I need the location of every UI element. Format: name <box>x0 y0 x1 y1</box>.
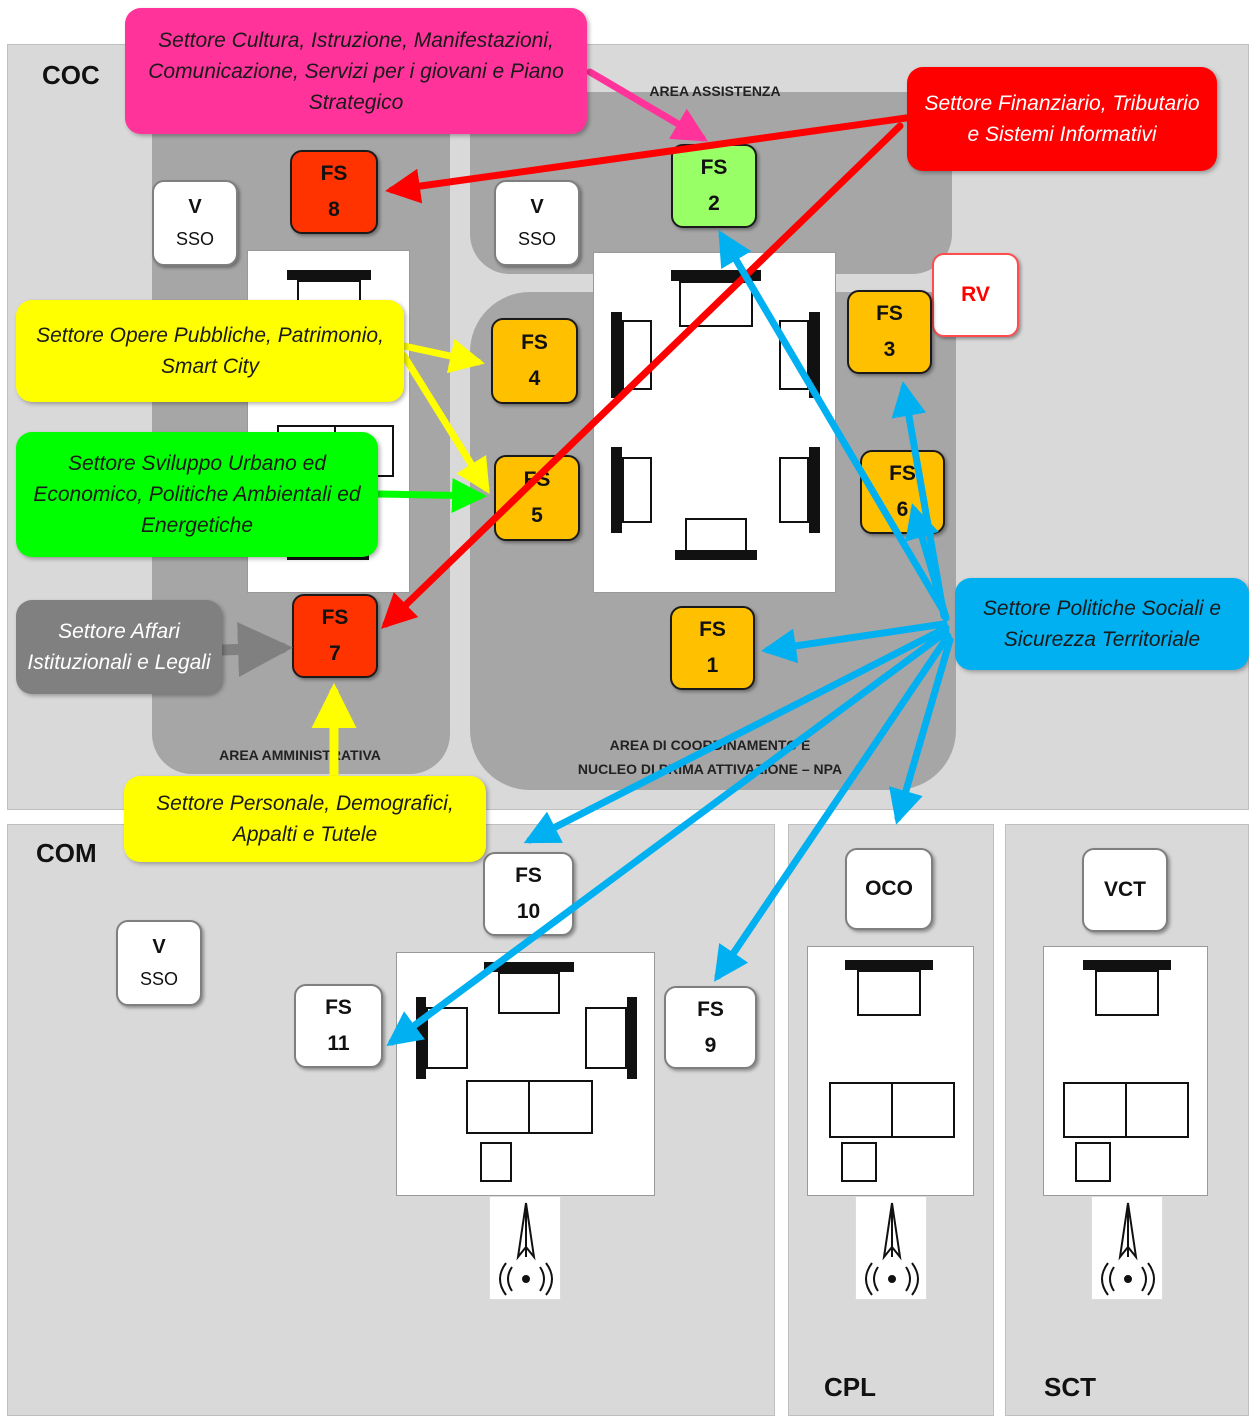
fs4-number: 4 <box>528 367 541 390</box>
fs-label: FS <box>521 331 548 354</box>
v-label: V <box>530 196 544 218</box>
callout-sociali-text: Settore Politiche Sociali e Sicurezza Te… <box>982 597 1222 651</box>
callout-affari: Settore Affari Istituzionali e Legali <box>16 600 222 694</box>
fs-label: FS <box>697 997 724 1021</box>
cpl-workstation-icons <box>829 960 955 1182</box>
rv-label: RV <box>961 283 990 306</box>
fs10-number: 10 <box>516 900 541 923</box>
callout-personale: Settore Personale, Demografici, Appalti … <box>124 776 486 862</box>
cpl-workstation <box>807 946 974 1196</box>
com-label: COM <box>36 838 97 868</box>
rv-box: RV <box>932 253 1019 337</box>
callout-finanziario: Settore Finanziario, Tributario e Sistem… <box>907 67 1217 171</box>
fs11-box: FS 11 <box>294 984 383 1068</box>
laptop-icons <box>611 270 820 560</box>
fs6-box: FS 6 <box>860 450 945 534</box>
fs-label: FS <box>523 468 551 491</box>
fs10-box: FS 10 <box>483 852 574 936</box>
fs5-number: 5 <box>531 504 543 527</box>
fs-label: FS <box>889 462 916 485</box>
antenna-icon <box>1091 1196 1163 1300</box>
fs5-box: FS 5 <box>494 455 580 541</box>
area-coordinamento-label-1: AREA DI COORDINAMENTO E <box>609 737 811 753</box>
callout-cultura: Settore Cultura, Istruzione, Manifestazi… <box>125 8 587 134</box>
fs-label: FS <box>320 162 348 185</box>
callout-personale-text: Settore Personale, Demografici, Appalti … <box>156 792 454 846</box>
cpl-label: CPL <box>824 1372 876 1402</box>
fs1-number: 1 <box>706 654 719 677</box>
v-label: V <box>152 936 166 958</box>
callout-opere: Settore Opere Pubbliche, Patrimonio, Sma… <box>16 300 404 402</box>
fs9-number: 9 <box>704 1033 717 1057</box>
com-workstation <box>396 952 655 1196</box>
oco-box: OCO <box>845 848 933 930</box>
vsso-box-admin: V SSO <box>152 180 238 266</box>
callout-opere-text: Settore Opere Pubbliche, Patrimonio, Sma… <box>36 324 384 378</box>
sso-label: SSO <box>517 229 556 249</box>
callout-sviluppo: Settore Sviluppo Urbano ed Economico, Po… <box>16 432 378 557</box>
oco-label: OCO <box>865 877 913 900</box>
vsso-box-assistenza: V SSO <box>494 180 580 266</box>
antenna-icon <box>855 1196 927 1300</box>
fs3-number: 3 <box>883 338 896 361</box>
fs7-box: FS 7 <box>292 594 378 678</box>
callout-affari-text: Settore Affari Istituzionali e Legali <box>27 620 211 674</box>
vsso-box-com: V SSO <box>116 920 202 1006</box>
area-coordinamento-label-2: NUCLEO DI PRIMA ATTIVAZIONE – NPA <box>577 761 843 777</box>
sct-workstation <box>1043 946 1208 1196</box>
fs4-box: FS 4 <box>491 318 578 404</box>
fs3-box: FS 3 <box>847 290 932 374</box>
callout-cultura-text: Settore Cultura, Istruzione, Manifestazi… <box>148 28 564 114</box>
v-label: V <box>188 196 202 218</box>
fs6-number: 6 <box>896 498 909 521</box>
fs9-box: FS 9 <box>664 986 757 1069</box>
callout-finanziario-text: Settore Finanziario, Tributario e Sistem… <box>924 92 1200 146</box>
fs8-box: FS 8 <box>290 150 378 234</box>
com-panel <box>7 824 775 1416</box>
fs-label: FS <box>325 996 352 1019</box>
callout-sviluppo-text: Settore Sviluppo Urbano ed Economico, Po… <box>33 452 361 537</box>
fs2-number: 2 <box>708 192 720 215</box>
coordination-workstation <box>593 252 836 593</box>
fs1-box: FS 1 <box>670 606 755 690</box>
fs8-number: 8 <box>328 198 340 221</box>
sct-workstation-icons <box>1063 960 1189 1182</box>
sso-label: SSO <box>175 229 214 249</box>
antenna-icon <box>489 1196 561 1300</box>
fs-label: FS <box>515 864 542 887</box>
vct-label: VCT <box>1104 878 1146 901</box>
fs-label: FS <box>876 302 903 325</box>
fs-label: FS <box>699 618 726 641</box>
fs-label: FS <box>321 606 349 629</box>
fs7-number: 7 <box>329 642 341 665</box>
vct-box: VCT <box>1082 848 1168 932</box>
callout-sociali: Settore Politiche Sociali e Sicurezza Te… <box>955 578 1249 670</box>
com-workstation-icons <box>416 962 637 1182</box>
fs2-box: FS 2 <box>671 144 757 228</box>
area-amministrativa-label: AREA AMMINISTRATIVA <box>219 747 381 763</box>
sso-label: SSO <box>139 969 178 989</box>
fs-label: FS <box>700 156 728 179</box>
fs11-number: 11 <box>327 1032 350 1055</box>
sct-label: SCT <box>1044 1372 1096 1402</box>
coc-label: COC <box>42 60 100 90</box>
area-assistenza-label: AREA ASSISTENZA <box>649 83 781 99</box>
